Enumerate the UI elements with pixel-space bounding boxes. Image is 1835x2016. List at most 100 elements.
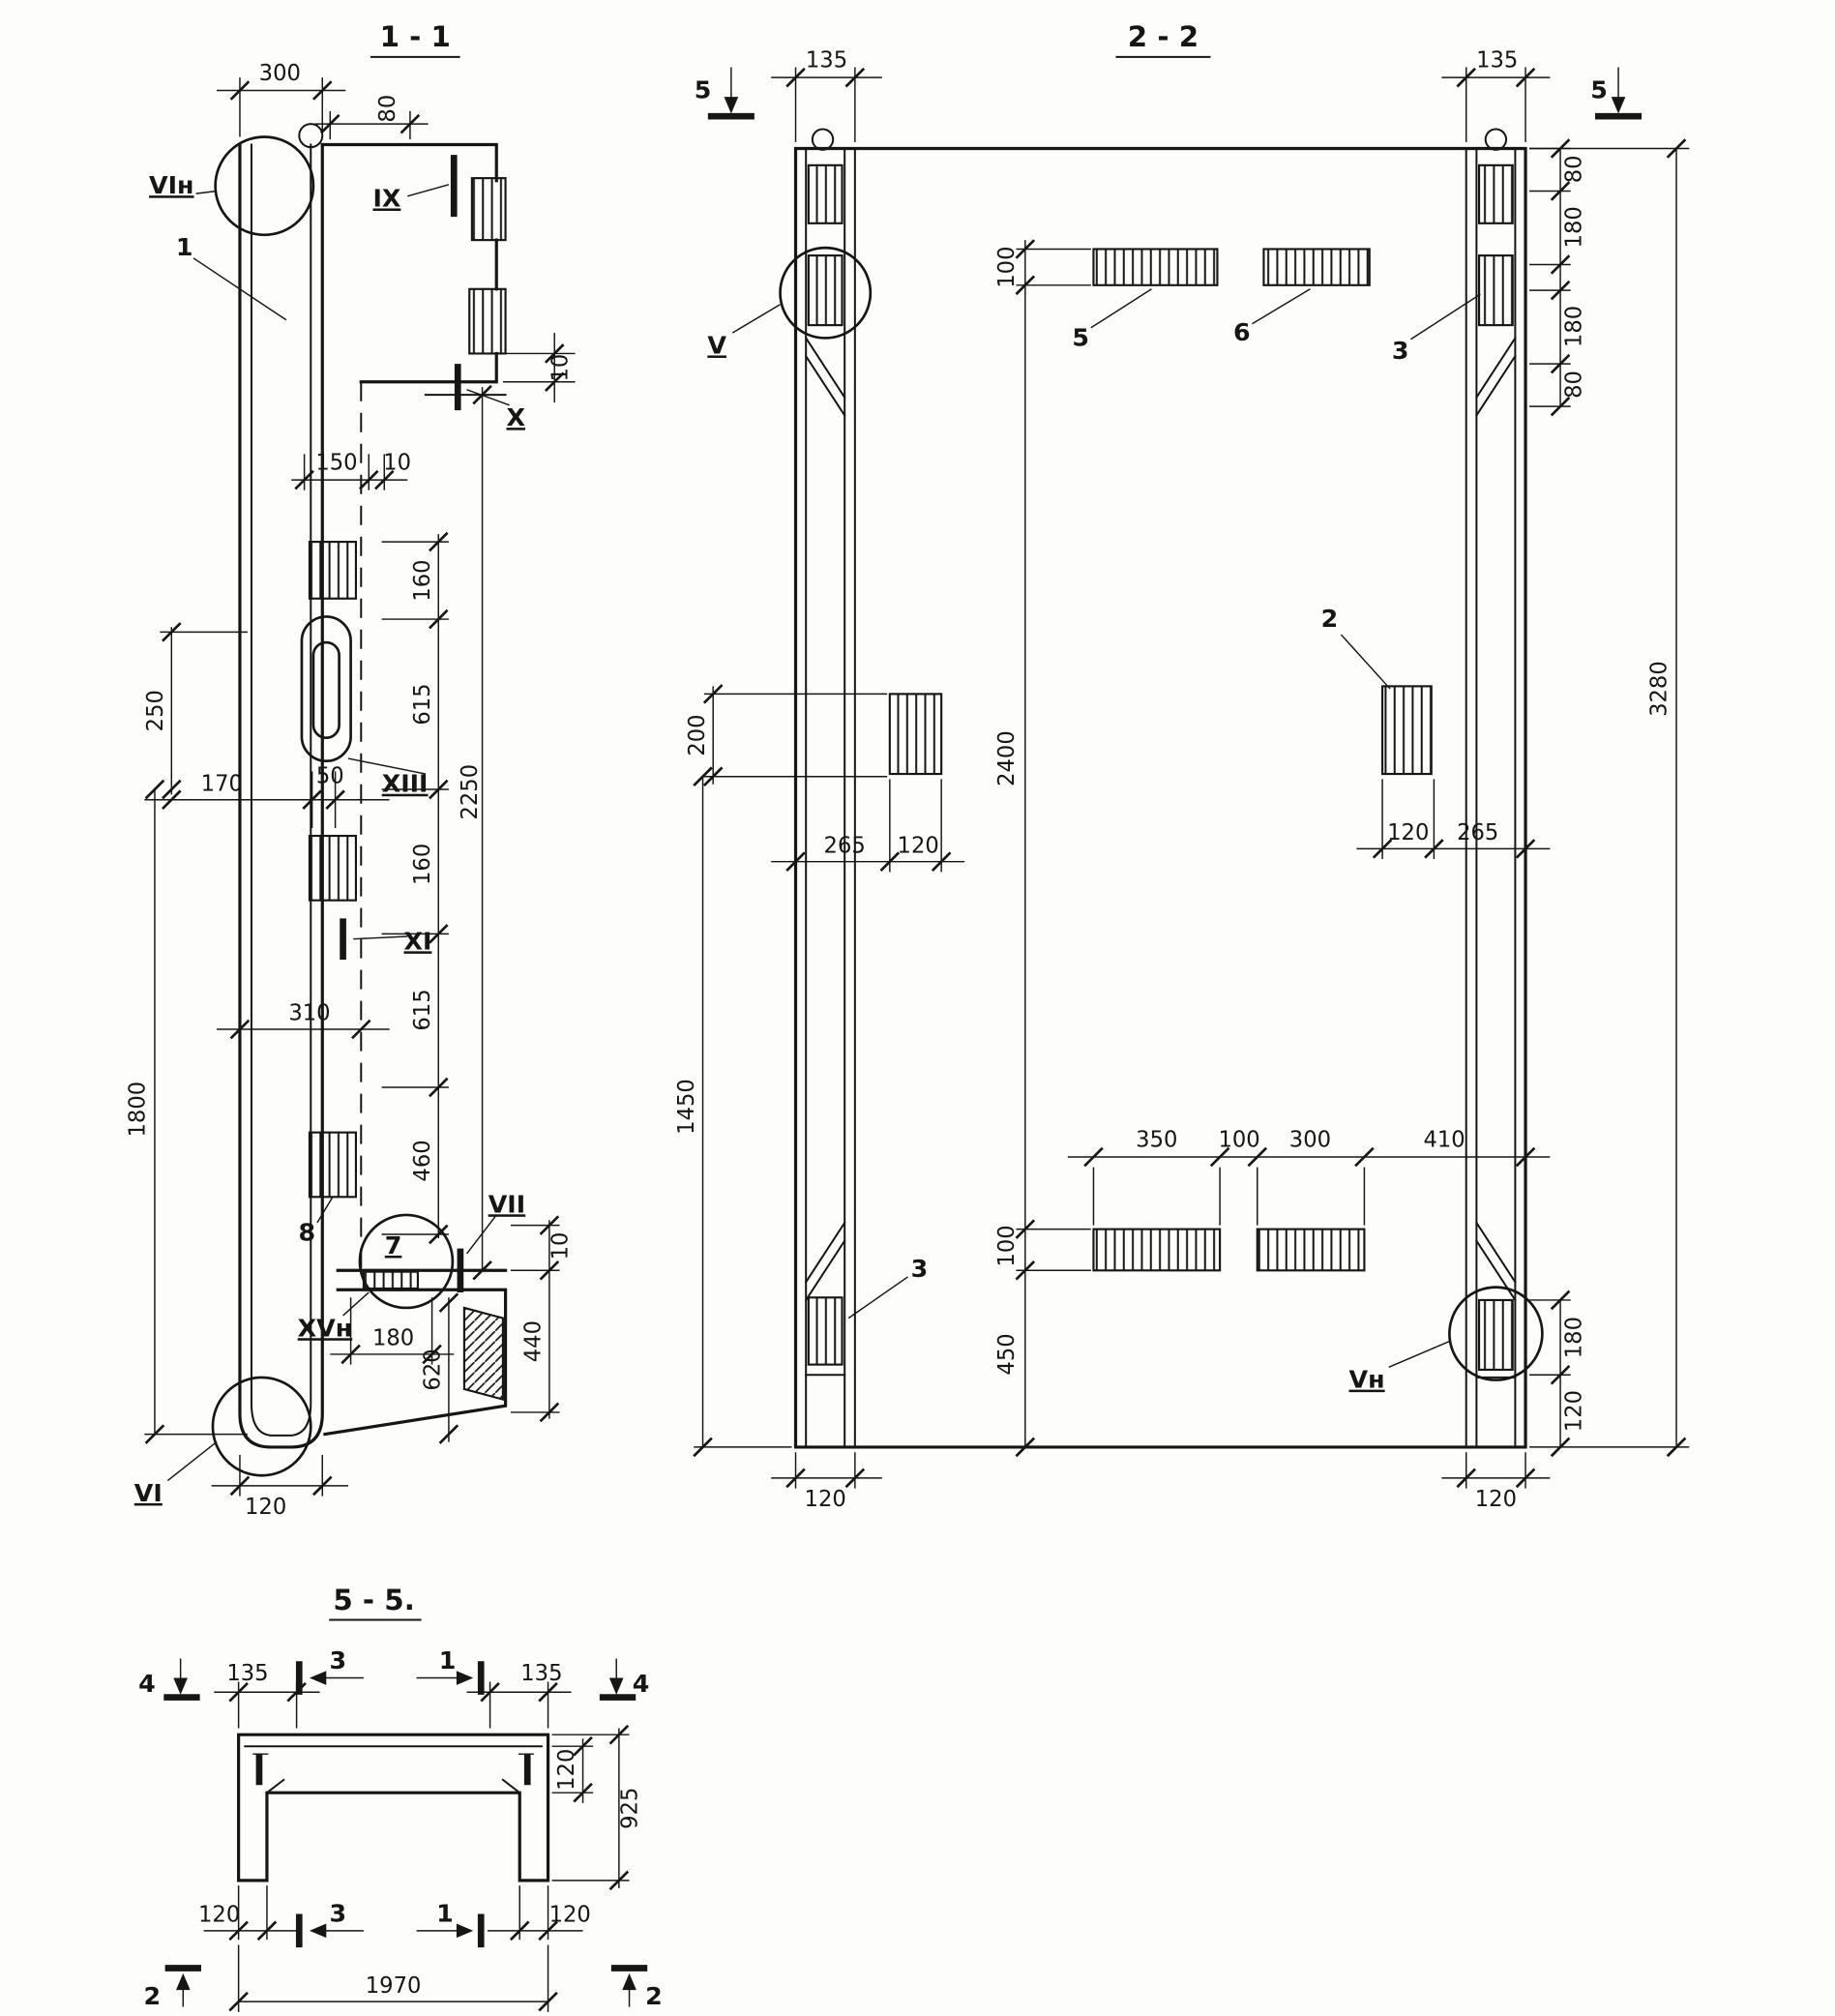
dim-170-label: 170 [201, 771, 243, 796]
dim-120-label: 120 [554, 1749, 579, 1791]
dim-10-440: 10 440 [510, 1214, 574, 1423]
panel-outline [793, 146, 1527, 1449]
dim-135-label: 135 [1476, 48, 1518, 74]
embedded-plate [1477, 163, 1514, 224]
dim-180-label: 180 [372, 1326, 414, 1351]
section-2-2-title: 2 - 2 [1128, 20, 1199, 53]
dim-chain-right: 160 615 160 615 460 [381, 531, 449, 1245]
item-2-label: 2 [1321, 604, 1339, 633]
bottom-flange-outline [323, 1268, 508, 1437]
mark-v: V [707, 330, 726, 359]
dim-2400-label: 2400 [994, 730, 1020, 786]
dim-1970-label: 1970 [366, 1973, 422, 1999]
dim-450-label: 450 [994, 1333, 1020, 1375]
embedded-plate [807, 1296, 844, 1366]
dim-120-label: 120 [245, 1495, 286, 1520]
cut-5-label: 5 [695, 74, 712, 104]
detail-circle-vn [1448, 1286, 1544, 1381]
mark-vn: Vн [1349, 1365, 1385, 1394]
cut-mark-1-bottom: 1 [416, 1899, 485, 1948]
mark-vi: VI [134, 1478, 163, 1507]
dim-250-label: 250 [143, 690, 168, 731]
cut-5-label: 5 [1590, 74, 1608, 104]
embedded-plate [1256, 1228, 1366, 1272]
dim-100-label: 100 [994, 1225, 1020, 1266]
embedded-plate [308, 1131, 358, 1199]
rib-outline [238, 142, 324, 1449]
dim-180-label: 180 [1561, 206, 1586, 248]
section-5-5: 5 - 5. 4 4 135 135 [138, 1584, 663, 2012]
embedded-plate-2 [1381, 685, 1433, 776]
mark-xi: XI [403, 926, 431, 955]
dim-265-120-left: 265 120 [771, 779, 965, 873]
embedded-plate [807, 254, 844, 327]
mark-xiii: XIII [382, 769, 429, 798]
dim-120-label: 120 [549, 1903, 591, 1928]
dim-120-bottom-right: 120 [1441, 1452, 1551, 1512]
dim-350-label: 350 [1136, 1127, 1177, 1152]
embedded-plate [888, 693, 943, 776]
dim-10-flange: 10 [502, 333, 576, 403]
dim-300-label: 300 [1289, 1127, 1331, 1152]
dim-10-label: 10 [548, 1232, 574, 1260]
dim-135-label: 135 [226, 1661, 268, 1686]
dim-chain-right-bottom: 180 120 [1529, 1290, 1586, 1458]
embedded-plate [1092, 1228, 1222, 1272]
dim-1450-label: 1450 [674, 1079, 699, 1135]
lifting-loop-icon [1484, 128, 1508, 151]
rib-chamfer-lines [804, 337, 846, 1377]
dim-100-label: 100 [994, 247, 1020, 288]
item-3-label: 3 [911, 1254, 929, 1283]
dim-135-right: 135 [1441, 48, 1551, 142]
cut-mark-3-bottom: 3 [295, 1899, 364, 1948]
dim-120-label: 120 [805, 1487, 846, 1512]
dim-135-label: 135 [520, 1661, 562, 1686]
detail-circle-vin [214, 135, 315, 237]
cut-mark-5-left: 5 [695, 67, 755, 120]
dim-150-10: 150 10 [291, 450, 411, 490]
dim-620-label: 620 [421, 1349, 446, 1390]
cut-3-label: 3 [329, 1645, 346, 1675]
dim-120-plate: 120 [551, 1735, 594, 1803]
cut-mark-1-top: 1 [416, 1645, 485, 1695]
dim-chain-lower: 350 100 300 410 [1067, 1127, 1551, 1226]
dim-135-label: 135 [806, 48, 847, 74]
dim-265-label: 265 [1457, 820, 1498, 845]
dim-200: 200 [685, 683, 888, 787]
dim-10-label: 10 [383, 450, 411, 475]
dim-120-label: 120 [1475, 1487, 1517, 1512]
rebar-marks [255, 1754, 531, 1786]
top-flange-outline [320, 142, 498, 384]
cut-4-label: 4 [633, 1669, 650, 1698]
dim-460-label: 460 [410, 1140, 435, 1181]
section-5-5-title: 5 - 5. [333, 1584, 415, 1616]
embedded-plate-5 [1092, 248, 1219, 286]
item-1-label: 1 [176, 232, 193, 261]
dim-925-label: 925 [618, 1788, 643, 1829]
cut-2-label: 2 [143, 1981, 161, 2010]
embedded-plate [468, 287, 507, 355]
corner-chamfers [265, 1778, 521, 1794]
embedded-strip [362, 1270, 419, 1290]
dim-310: 310 [216, 1001, 390, 1040]
detail-circle-v [779, 246, 873, 340]
dim-1450: 1450 [674, 766, 792, 1458]
dim-1800: 1800 [125, 779, 248, 1445]
embedded-plate [308, 541, 358, 600]
dim-120-left-leg: 120 [198, 1885, 300, 1942]
dim-80-label: 80 [1561, 371, 1586, 399]
dim-2250-label: 2250 [458, 764, 483, 820]
cut-mark-2-right: 2 [610, 1965, 663, 2010]
dim-50-label: 50 [316, 763, 344, 788]
slot-inner [311, 640, 340, 740]
dim-180: 180 [330, 1297, 455, 1365]
cut-mark-3-top: 3 [295, 1645, 364, 1695]
cut-mark-5-right: 5 [1590, 67, 1643, 120]
cut-mark-4-left: 4 [138, 1658, 200, 1701]
item-5-label: 5 [1072, 322, 1089, 351]
slot-outline [300, 615, 352, 763]
dim-120-bottom-left: 120 [771, 1452, 882, 1512]
dim-1800-label: 1800 [125, 1082, 150, 1138]
